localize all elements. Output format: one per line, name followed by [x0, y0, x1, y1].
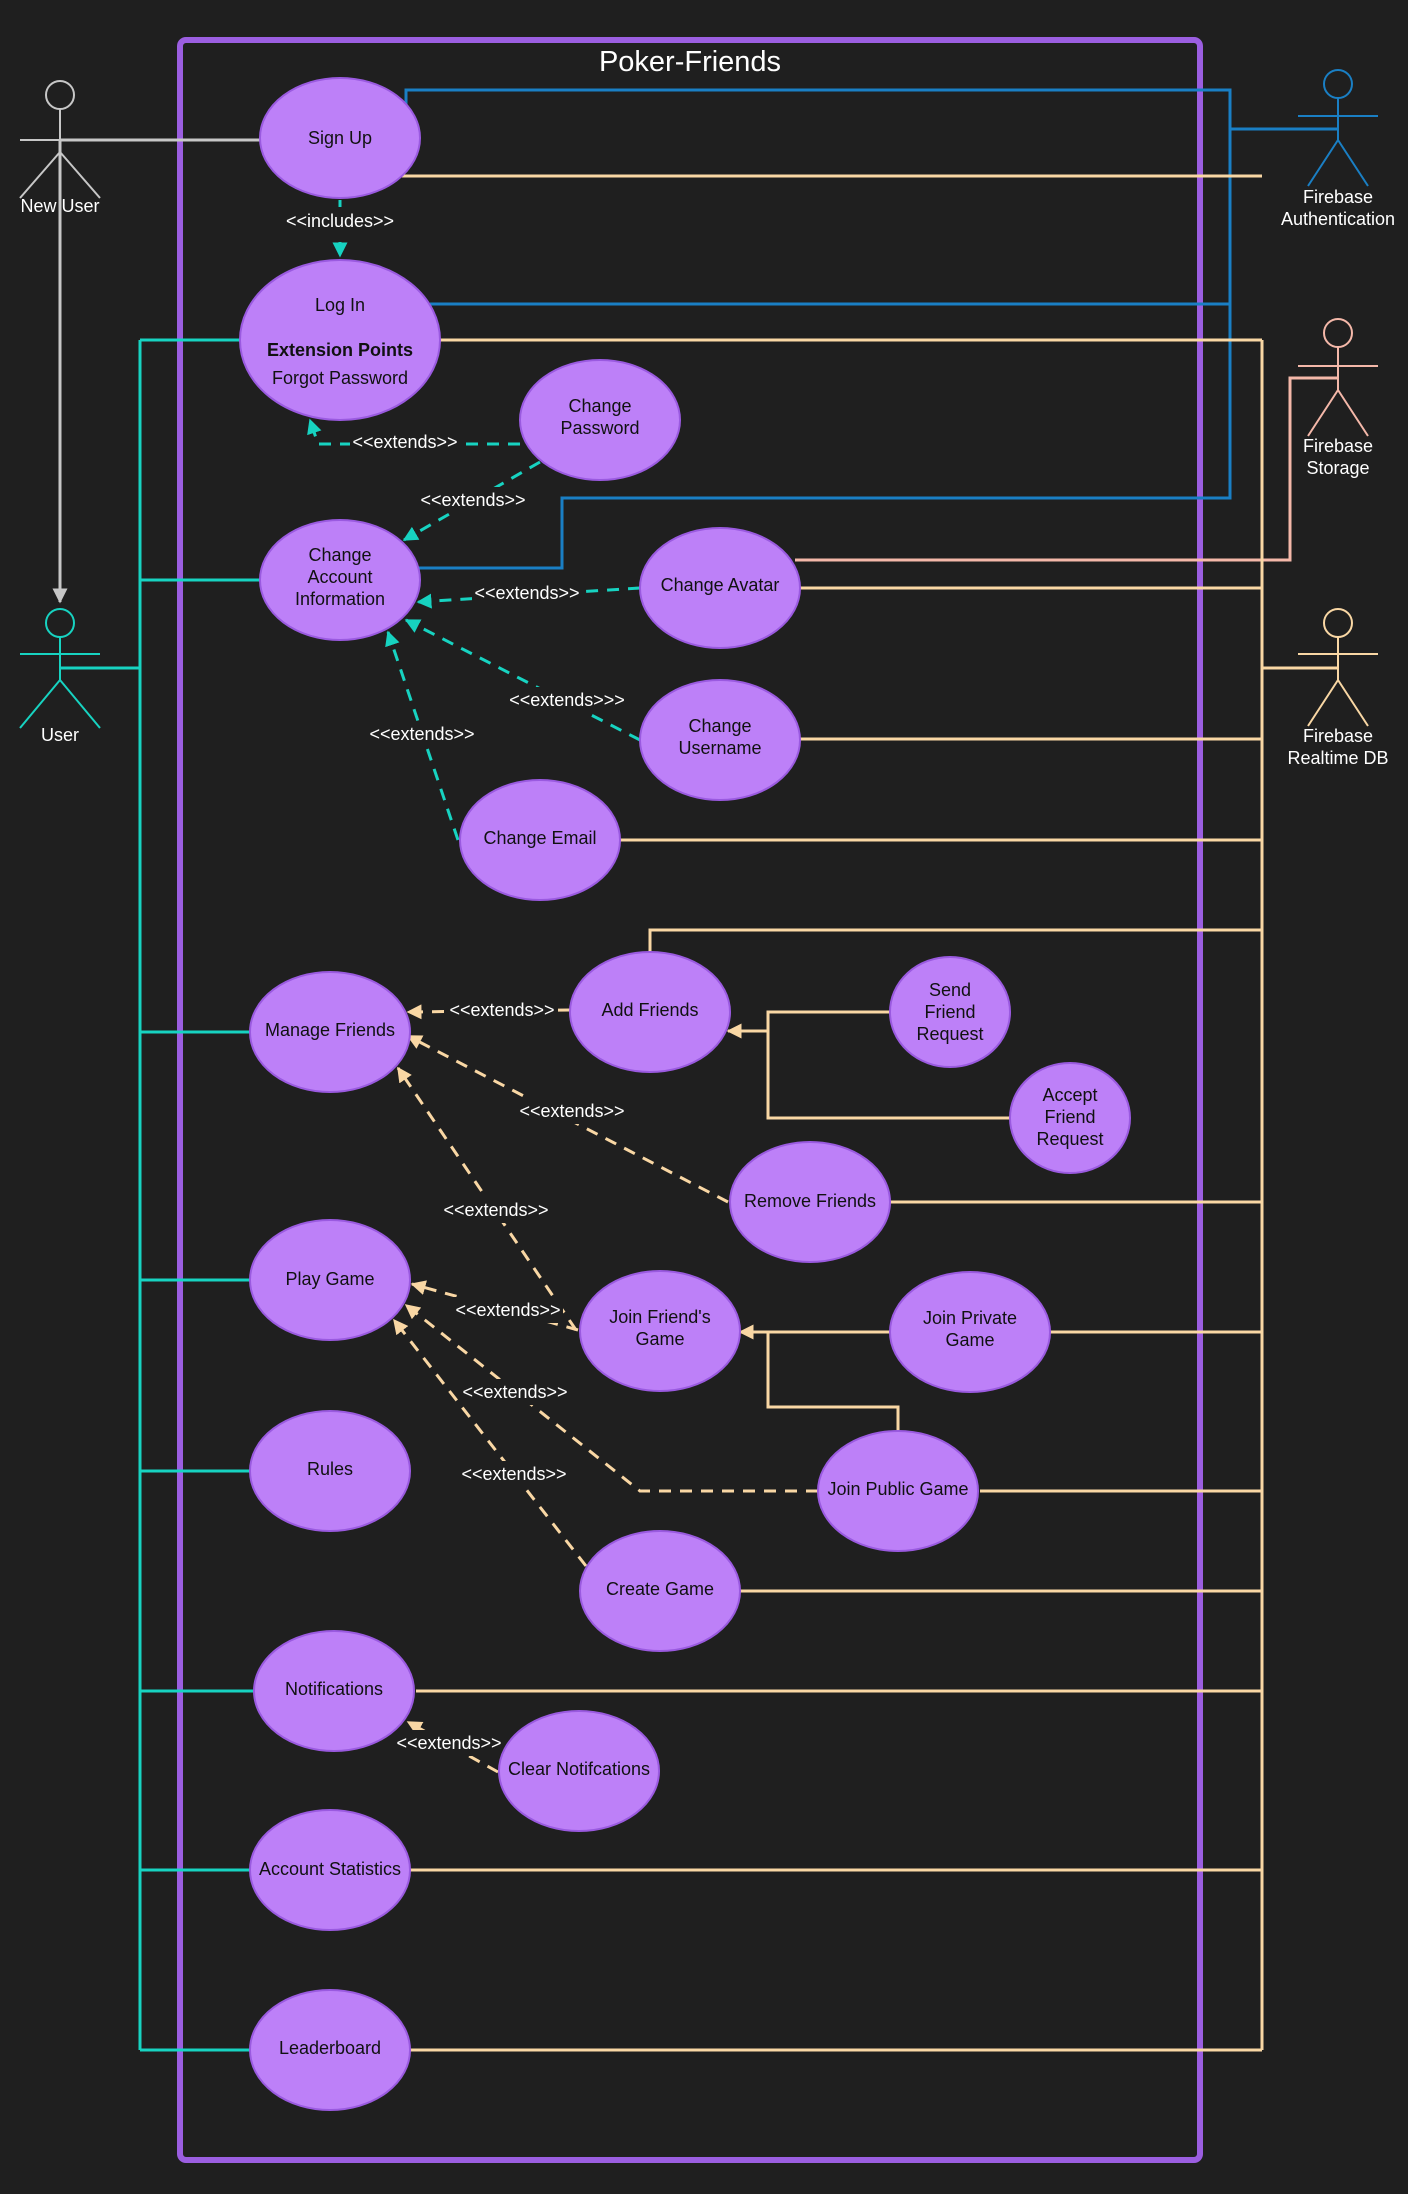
firebase-realtime-db-actor-icon: [1323, 608, 1353, 638]
use-case-join-public-game[interactable]: Join Public Game: [817, 1430, 979, 1552]
svg-text:Clear Notifcations: Clear Notifcations: [508, 1759, 650, 1779]
use-case-log-in[interactable]: Log In Extension Points Forgot Password: [239, 259, 441, 421]
storage-associations: [795, 376, 1338, 562]
use-case-play-game[interactable]: Play Game: [249, 1219, 411, 1341]
svg-text:Information: Information: [295, 589, 385, 609]
actor-firebase-storage-label-1: Firebase: [1303, 436, 1373, 456]
extends-add-friends-label: <<extends>>: [449, 1000, 554, 1020]
extends-join-friends-mf-label: <<extends>>: [443, 1200, 548, 1220]
svg-text:Forgot Password: Forgot Password: [272, 368, 408, 388]
extends-join-friends-pg-label: <<extends>>: [455, 1300, 560, 1320]
svg-text:Sign Up: Sign Up: [308, 128, 372, 148]
actor-firebase-realtime-db[interactable]: [1298, 608, 1378, 727]
extends-create-game-label: <<extends>>: [461, 1464, 566, 1484]
system-boundary: [177, 37, 1203, 2163]
extends-join-public-label: <<extends>>: [462, 1382, 567, 1402]
svg-text:Game: Game: [945, 1330, 994, 1350]
svg-text:Leaderboard: Leaderboard: [279, 2038, 381, 2058]
svg-text:Change Avatar: Change Avatar: [661, 575, 780, 595]
use-case-create-game[interactable]: Create Game: [579, 1530, 741, 1652]
actor-user[interactable]: [19, 608, 101, 729]
actor-firebase-storage[interactable]: [1298, 318, 1378, 437]
dependency-labels: <<includes>> <<extends>> <<extends>> <<e…: [283, 207, 627, 1756]
svg-text:Friend: Friend: [924, 1002, 975, 1022]
use-case-change-account-information[interactable]: Change Account Information: [259, 519, 421, 641]
extends-password-label: <<extends>>: [420, 490, 525, 510]
svg-text:Change: Change: [688, 716, 751, 736]
actor-firebase-realtime-db-label-1: Firebase: [1303, 726, 1373, 746]
svg-text:Change: Change: [568, 396, 631, 416]
svg-text:Account Statistics: Account Statistics: [259, 1859, 401, 1879]
use-case-leaderboard[interactable]: Leaderboard: [249, 1989, 411, 2111]
extends-remove-friends-label: <<extends>>: [519, 1101, 624, 1121]
use-case-sign-up[interactable]: Sign Up: [259, 77, 421, 199]
svg-text:Account: Account: [307, 567, 372, 587]
rtdb-associations: [402, 174, 1338, 2052]
svg-text:Rules: Rules: [307, 1459, 353, 1479]
tan-dependencies: [392, 1004, 818, 1774]
svg-text:Accept: Accept: [1042, 1085, 1097, 1105]
use-case-join-private-game[interactable]: Join Private Game: [889, 1271, 1051, 1393]
svg-text:Change: Change: [308, 545, 371, 565]
svg-text:Extension Points: Extension Points: [267, 340, 413, 360]
svg-text:Create Game: Create Game: [606, 1579, 714, 1599]
use-case-join-friends-game[interactable]: Join Friend's Game: [579, 1270, 741, 1392]
extends-username-label: <<extends>>>: [509, 690, 625, 710]
actor-firebase-authentication-label-2: Authentication: [1281, 209, 1395, 229]
svg-text:Log In: Log In: [315, 295, 365, 315]
svg-text:Play Game: Play Game: [285, 1269, 374, 1289]
svg-text:Join Public Game: Join Public Game: [827, 1479, 968, 1499]
actor-user-label: User: [41, 725, 79, 745]
use-case-change-email[interactable]: Change Email: [459, 779, 621, 901]
svg-text:Friend: Friend: [1044, 1107, 1095, 1127]
actor-firebase-realtime-db-label-2: Realtime DB: [1287, 748, 1388, 768]
extends-forgot-label: <<extends>>: [352, 432, 457, 452]
svg-text:Request: Request: [1036, 1129, 1103, 1149]
firebase-storage-actor-icon: [1323, 318, 1353, 348]
use-case-send-friend-request[interactable]: Send Friend Request: [889, 956, 1011, 1068]
actor-new-user-label: New User: [20, 196, 99, 216]
svg-text:Change Email: Change Email: [483, 828, 596, 848]
actor-firebase-authentication[interactable]: [1298, 69, 1378, 187]
user-actor-icon: [45, 608, 75, 638]
use-case-add-friends[interactable]: Add Friends: [569, 951, 731, 1073]
svg-text:Password: Password: [560, 418, 639, 438]
svg-text:Add Friends: Add Friends: [601, 1000, 698, 1020]
use-case-change-avatar[interactable]: Change Avatar: [639, 527, 801, 649]
svg-text:Manage Friends: Manage Friends: [265, 1020, 395, 1040]
svg-text:Remove Friends: Remove Friends: [744, 1191, 876, 1211]
actor-firebase-storage-label-2: Storage: [1306, 458, 1369, 478]
use-case-change-password[interactable]: Change Password: [519, 359, 681, 481]
use-case-rules[interactable]: Rules: [249, 1410, 411, 1532]
svg-text:Send: Send: [929, 980, 971, 1000]
new-user-actor-icon: [45, 80, 75, 110]
use-case-change-username[interactable]: Change Username: [639, 679, 801, 801]
extends-clear-label: <<extends>>: [396, 1733, 501, 1753]
svg-text:Notifications: Notifications: [285, 1679, 383, 1699]
use-case-remove-friends[interactable]: Remove Friends: [729, 1141, 891, 1263]
svg-text:Game: Game: [635, 1329, 684, 1349]
use-case-accept-friend-request[interactable]: Accept Friend Request: [1009, 1062, 1131, 1174]
auth-associations: [404, 88, 1338, 570]
extends-email-label: <<extends>>: [369, 724, 474, 744]
system-title: Poker-Friends: [599, 46, 781, 78]
firebase-authentication-actor-icon: [1323, 69, 1353, 99]
includes-label: <<includes>>: [286, 211, 394, 231]
user-associations: [60, 338, 260, 2052]
svg-text:Username: Username: [678, 738, 761, 758]
use-case-manage-friends[interactable]: Manage Friends: [249, 971, 411, 1093]
svg-text:Join Private: Join Private: [923, 1308, 1017, 1328]
actor-new-user[interactable]: [19, 80, 101, 199]
extends-avatar-label: <<extends>>: [474, 583, 579, 603]
use-case-notifications[interactable]: Notifications: [253, 1630, 415, 1752]
svg-text:Join Friend's: Join Friend's: [609, 1307, 710, 1327]
use-case-clear-notifications[interactable]: Clear Notifcations: [498, 1710, 660, 1832]
use-case-account-statistics[interactable]: Account Statistics: [249, 1809, 411, 1931]
svg-text:Request: Request: [916, 1024, 983, 1044]
actor-firebase-authentication-label-1: Firebase: [1303, 187, 1373, 207]
